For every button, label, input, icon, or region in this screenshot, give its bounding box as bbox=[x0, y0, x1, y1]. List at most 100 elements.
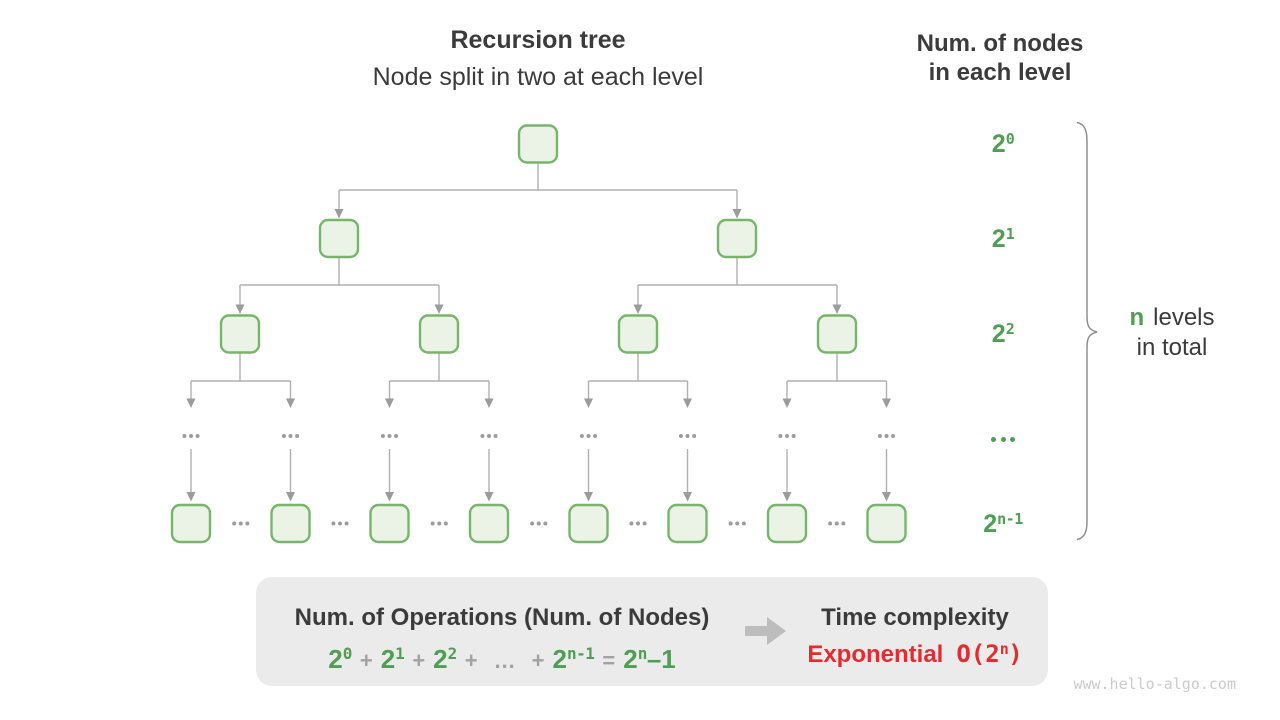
arrowhead-icon bbox=[286, 398, 295, 408]
formula-operator: + bbox=[464, 648, 478, 673]
arrowhead-icon bbox=[235, 304, 245, 314]
ellipsis-dots bbox=[685, 434, 690, 438]
ellipsis-dots bbox=[678, 434, 683, 438]
ellipsis-dots bbox=[877, 434, 882, 438]
ellipsis-dots bbox=[344, 521, 349, 526]
ellipsis-dots bbox=[338, 521, 342, 526]
arrowhead-icon bbox=[683, 492, 692, 502]
ellipsis-dots bbox=[245, 521, 250, 526]
ellipsis-dots bbox=[579, 434, 584, 438]
ellipsis-dots bbox=[841, 521, 846, 526]
formula-term: 20 bbox=[328, 644, 352, 674]
formula-operator: … bbox=[493, 648, 516, 673]
time-complexity-title: Time complexity bbox=[821, 604, 1009, 631]
tree-node bbox=[219, 314, 261, 354]
ellipsis-dots bbox=[480, 434, 485, 438]
operations-summary: Num. of Operations (Num. of Nodes) 20 +21… bbox=[256, 603, 748, 677]
tree-node bbox=[866, 503, 907, 544]
ellipsis-dots bbox=[728, 521, 733, 526]
tree-node bbox=[517, 124, 559, 164]
tree-node bbox=[716, 218, 758, 259]
tree-node bbox=[369, 503, 410, 544]
ellipsis-dots bbox=[586, 434, 591, 438]
ellipsis-dots bbox=[778, 434, 783, 438]
tree-node bbox=[617, 314, 659, 354]
arrowhead-icon bbox=[484, 492, 494, 502]
green-dot bbox=[1009, 437, 1015, 442]
arrowhead-icon bbox=[882, 492, 891, 502]
arrowhead-icon bbox=[584, 492, 593, 502]
nodes-per-level-header-line2: in each level bbox=[928, 59, 1072, 86]
formula-term: 22 bbox=[433, 644, 457, 674]
tree-node bbox=[568, 503, 609, 544]
ellipsis-dots bbox=[834, 521, 839, 526]
levels-text: levels bbox=[1153, 304, 1215, 331]
arrowhead-icon bbox=[186, 492, 196, 502]
level-count-label: 2n-1 bbox=[983, 509, 1023, 538]
formula-operator: + bbox=[531, 648, 545, 673]
arrowhead-icon bbox=[732, 209, 742, 219]
tree-node bbox=[468, 503, 510, 544]
arrowhead-icon bbox=[782, 398, 792, 408]
ellipsis-dots bbox=[642, 521, 647, 526]
formula-operator: + bbox=[359, 648, 373, 673]
ellipsis-dots bbox=[281, 434, 286, 438]
ellipsis-dots bbox=[891, 434, 896, 438]
ellipsis-dots bbox=[437, 521, 442, 526]
ellipsis-dots bbox=[636, 521, 640, 526]
tree-node bbox=[667, 503, 708, 544]
green-dot bbox=[1000, 437, 1006, 442]
nodes-per-level-header: Num. of nodes in each level bbox=[890, 29, 1110, 87]
ellipsis-dots bbox=[232, 521, 237, 526]
levels-brace bbox=[1076, 121, 1098, 541]
tree-node bbox=[318, 218, 360, 259]
ellipsis-dots bbox=[735, 521, 740, 526]
operations-formula: 20+21+22+…+2n-1=2n–1 bbox=[256, 638, 748, 677]
ellipsis-dots bbox=[443, 521, 448, 526]
ellipsis-dots bbox=[195, 434, 200, 438]
ellipsis-dots bbox=[530, 521, 535, 526]
ellipsis-dots bbox=[394, 434, 399, 438]
summary-box: Num. of Operations (Num. of Nodes) 20 +21… bbox=[256, 577, 1048, 686]
arrowhead-icon bbox=[434, 304, 444, 314]
level-count-label: 20 bbox=[991, 130, 1015, 158]
right-arrow-icon bbox=[745, 617, 786, 645]
green-dot bbox=[991, 437, 997, 442]
ellipsis-dots bbox=[629, 521, 634, 526]
formula-operator: = bbox=[602, 648, 616, 673]
ellipsis-dots bbox=[593, 434, 598, 438]
arrowhead-icon bbox=[782, 492, 792, 502]
ellipsis-dots bbox=[288, 434, 293, 438]
tree-node bbox=[270, 503, 311, 544]
arrowhead-icon bbox=[882, 398, 891, 408]
arrowhead-icon bbox=[186, 398, 196, 408]
ellipsis-dots bbox=[331, 521, 336, 526]
arrowhead-icon bbox=[633, 304, 643, 314]
ellipsis-dots bbox=[785, 434, 789, 438]
operations-title: Num. of Operations (Num. of Nodes) bbox=[294, 604, 710, 631]
tree-node bbox=[418, 314, 460, 354]
ellipsis-dots bbox=[487, 434, 491, 438]
arrowhead-icon bbox=[385, 398, 394, 408]
level-count-label: 21 bbox=[991, 224, 1015, 253]
ellipsis-dots bbox=[536, 521, 541, 526]
ellipsis-dots bbox=[741, 521, 746, 526]
title-line: Recursion tree bbox=[450, 26, 626, 54]
ellipsis-dots bbox=[828, 521, 833, 526]
tree-node bbox=[816, 314, 858, 354]
ellipsis-dots bbox=[884, 434, 889, 438]
subtitle-line: Node split in two at each level bbox=[372, 63, 704, 91]
formula-term: 2n-1 bbox=[552, 644, 595, 674]
diagram-title: Recursion tree Node split in two at each… bbox=[288, 24, 788, 93]
arrowhead-icon bbox=[484, 398, 494, 408]
brace-label-line2: in total bbox=[1136, 334, 1208, 361]
formula-term: 2n–1 bbox=[623, 644, 676, 674]
arrowhead-icon bbox=[584, 398, 593, 408]
ellipsis-dots bbox=[791, 434, 796, 438]
formula-term: 21 bbox=[380, 644, 405, 674]
